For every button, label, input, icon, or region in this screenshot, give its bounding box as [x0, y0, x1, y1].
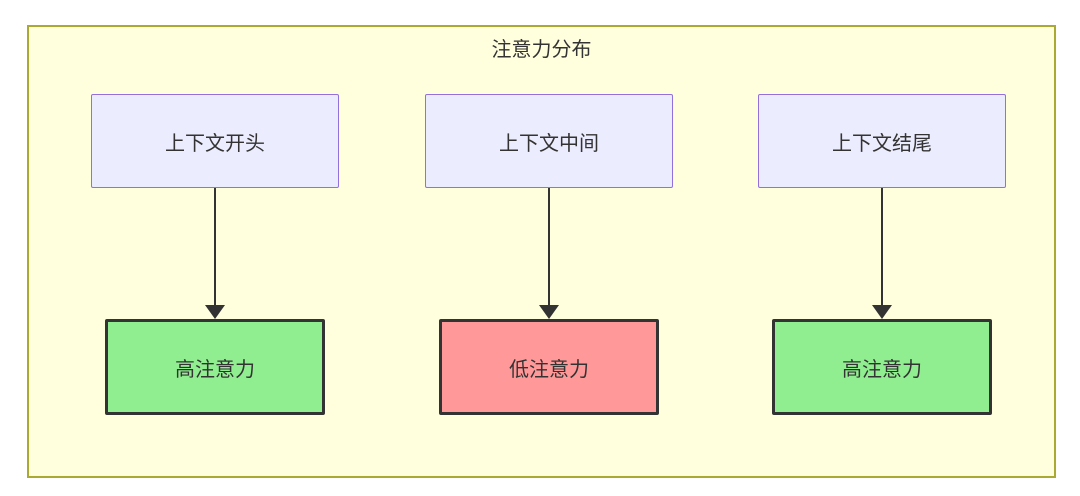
diagram-container: 注意力分布 上下文开头 高注意力 上下文中间 低注意力 上下文结尾: [27, 25, 1056, 478]
flow-column-begin: 上下文开头 高注意力: [91, 94, 339, 415]
source-node-context-begin: 上下文开头: [91, 94, 339, 188]
arrow: [539, 188, 559, 319]
arrow-line: [214, 188, 216, 305]
flow-column-end: 上下文结尾 高注意力: [758, 94, 1006, 415]
arrow-line: [881, 188, 883, 305]
source-node-label: 上下文开头: [165, 132, 265, 155]
arrow: [872, 188, 892, 319]
arrow: [205, 188, 225, 319]
diagram-title: 注意力分布: [491, 39, 592, 61]
target-node-label: 高注意力: [842, 358, 922, 381]
source-node-label: 上下文结尾: [832, 132, 932, 155]
arrowhead-down-icon: [205, 305, 225, 319]
source-node-context-end: 上下文结尾: [758, 94, 1006, 188]
source-node-label: 上下文中间: [499, 132, 599, 155]
arrowhead-down-icon: [539, 305, 559, 319]
target-node-label: 低注意力: [509, 358, 589, 381]
arrow-line: [548, 188, 550, 305]
arrowhead-down-icon: [872, 305, 892, 319]
flow-column-middle: 上下文中间 低注意力: [425, 94, 673, 415]
target-node-high-attention: 高注意力: [772, 319, 992, 415]
target-node-high-attention: 高注意力: [105, 319, 325, 415]
source-node-context-middle: 上下文中间: [425, 94, 673, 188]
target-node-label: 高注意力: [175, 358, 255, 381]
target-node-low-attention: 低注意力: [439, 319, 659, 415]
